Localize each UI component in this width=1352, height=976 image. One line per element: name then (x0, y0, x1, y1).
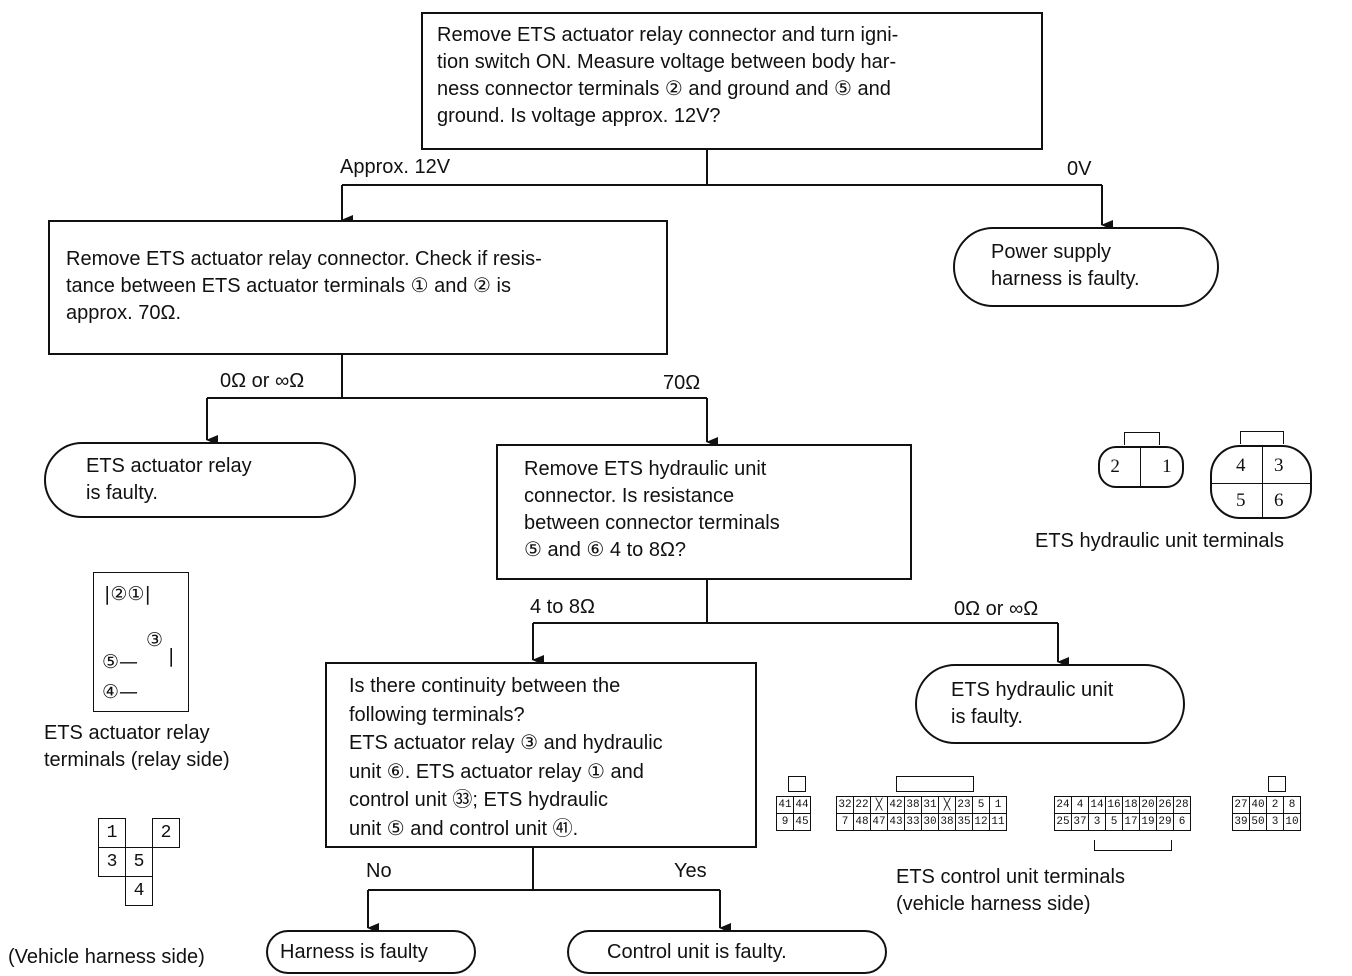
connector-latch-icon (1124, 432, 1160, 445)
hydraulic-connector-2pin: 2 1 (1098, 432, 1184, 488)
branch-label-approx-12v: Approx. 12V (340, 156, 451, 178)
cu-pin: 18 (1122, 796, 1140, 814)
cu-pin: 42 (887, 796, 905, 814)
cu-pin: 8 (1283, 796, 1301, 814)
result-harness-faulty: Harness is faulty (266, 930, 476, 974)
branch-label-open-short-2: 0Ω or ∞Ω (954, 598, 1039, 620)
hyd-pin-1: 1 (1162, 456, 1172, 477)
cu-pin: 16 (1105, 796, 1123, 814)
cu-pin: 47 (870, 813, 888, 831)
cu-pin: 12 (972, 813, 990, 831)
step-check-voltage: Remove ETS actuator relay connector and … (421, 12, 1043, 150)
cu-pin: 48 (853, 813, 871, 831)
cu-pin: 38 (938, 813, 956, 831)
cu-pin: 43 (887, 813, 905, 831)
result-relay-faulty: ETS actuator relay is faulty. (44, 442, 356, 518)
cu-pin: 1 (989, 796, 1007, 814)
relay-pins-1-2: |②①| (104, 583, 151, 605)
cu-pin: ╳ (938, 796, 956, 814)
cu-pin: ╳ (870, 796, 888, 814)
relay-pin-4: ④— (102, 681, 139, 703)
hyd-pin-5: 5 (1236, 490, 1246, 511)
cu-pin: 2 (1266, 796, 1284, 814)
hyd-pin-6: 6 (1274, 490, 1284, 511)
harness-pin-4: 4 (125, 876, 153, 906)
caption-control-unit-terminals: ETS control unit terminals (vehicle harn… (896, 866, 1125, 915)
harness-pin-3: 3 (98, 847, 126, 877)
step-check-hydraulic-resistance: Remove ETS hydraulic unit connector. Is … (496, 444, 912, 580)
harness-pin-1: 1 (98, 818, 126, 848)
hyd-pin-2: 2 (1110, 456, 1120, 477)
cu-pin: 24 (1054, 796, 1072, 814)
cu-pin: 22 (853, 796, 871, 814)
cu-pin: 17 (1122, 813, 1140, 831)
cu-pin: 31 (921, 796, 939, 814)
caption-relay-terminals: ETS actuator relay terminals (relay side… (44, 722, 230, 771)
cu-pin: 7 (836, 813, 854, 831)
step-check-continuity: Is there continuity between the followin… (325, 662, 757, 848)
cu-pin: 40 (1249, 796, 1267, 814)
step-check-relay-resistance: Remove ETS actuator relay connector. Che… (48, 220, 668, 355)
cu-pin: 33 (904, 813, 922, 831)
connector-4pin-body: 4 3 5 6 (1210, 445, 1312, 519)
vehicle-harness-connector: 1 2 3 5 4 (98, 818, 180, 906)
cu-pin: 32 (836, 796, 854, 814)
cu-pin: 30 (921, 813, 939, 831)
result-hydraulic-faulty: ETS hydraulic unit is faulty. (915, 664, 1185, 744)
branch-label-open-short: 0Ω or ∞Ω (220, 370, 305, 392)
harness-pin-2: 2 (152, 818, 180, 848)
branch-label-no: No (366, 860, 392, 882)
connector-2pin-body: 2 1 (1098, 446, 1184, 488)
cu-pin: 35 (955, 813, 973, 831)
result-power-supply-faulty: Power supply harness is faulty. (953, 227, 1219, 307)
caption-vehicle-harness-side: (Vehicle harness side) (8, 946, 205, 968)
cu-pin: 27 (1232, 796, 1250, 814)
cu-pin: 14 (1088, 796, 1106, 814)
cu-pin: 25 (1054, 813, 1072, 831)
cu-pin: 37 (1071, 813, 1089, 831)
cu-pin: 41 (776, 796, 794, 814)
cu-pin: 45 (793, 813, 811, 831)
cu-pin: 20 (1139, 796, 1157, 814)
cu-pin: 39 (1232, 813, 1250, 831)
connector-latch-icon (1240, 431, 1284, 444)
result-control-unit-faulty: Control unit is faulty. (567, 930, 887, 974)
branch-label-yes: Yes (674, 860, 707, 882)
cu-pin: 26 (1156, 796, 1174, 814)
cu-pin: 3 (1088, 813, 1106, 831)
cu-pin: 10 (1283, 813, 1301, 831)
cu-pin: 19 (1139, 813, 1157, 831)
hyd-pin-3: 3 (1274, 455, 1284, 476)
branch-label-70-ohm: 70Ω (663, 372, 701, 394)
cu-pin: 23 (955, 796, 973, 814)
cu-pin: 28 (1173, 796, 1191, 814)
cu-pin: 11 (989, 813, 1007, 831)
hydraulic-connector-4pin: 4 3 5 6 (1210, 431, 1312, 519)
harness-pin-5: 5 (125, 847, 153, 877)
cu-pin: 50 (1249, 813, 1267, 831)
cu-pin: 3 (1266, 813, 1284, 831)
relay-terminal-diagram: |②①| ③ | ⑤— ④— (93, 572, 189, 712)
branch-label-4-to-8-ohm: 4 to 8Ω (530, 596, 595, 618)
cu-pin: 4 (1071, 796, 1089, 814)
cu-pin: 9 (776, 813, 794, 831)
cu-pin: 5 (1105, 813, 1123, 831)
cu-pin: 44 (793, 796, 811, 814)
relay-pin-3: ③ (146, 629, 164, 651)
hyd-pin-4: 4 (1236, 455, 1246, 476)
cu-pin: 38 (904, 796, 922, 814)
caption-hydraulic-terminals: ETS hydraulic unit terminals (1035, 530, 1284, 552)
cu-pin: 5 (972, 796, 990, 814)
cu-pin: 6 (1173, 813, 1191, 831)
cu-pin: 29 (1156, 813, 1174, 831)
relay-pin-5: ⑤— (102, 651, 139, 673)
branch-label-0v: 0V (1067, 158, 1092, 180)
